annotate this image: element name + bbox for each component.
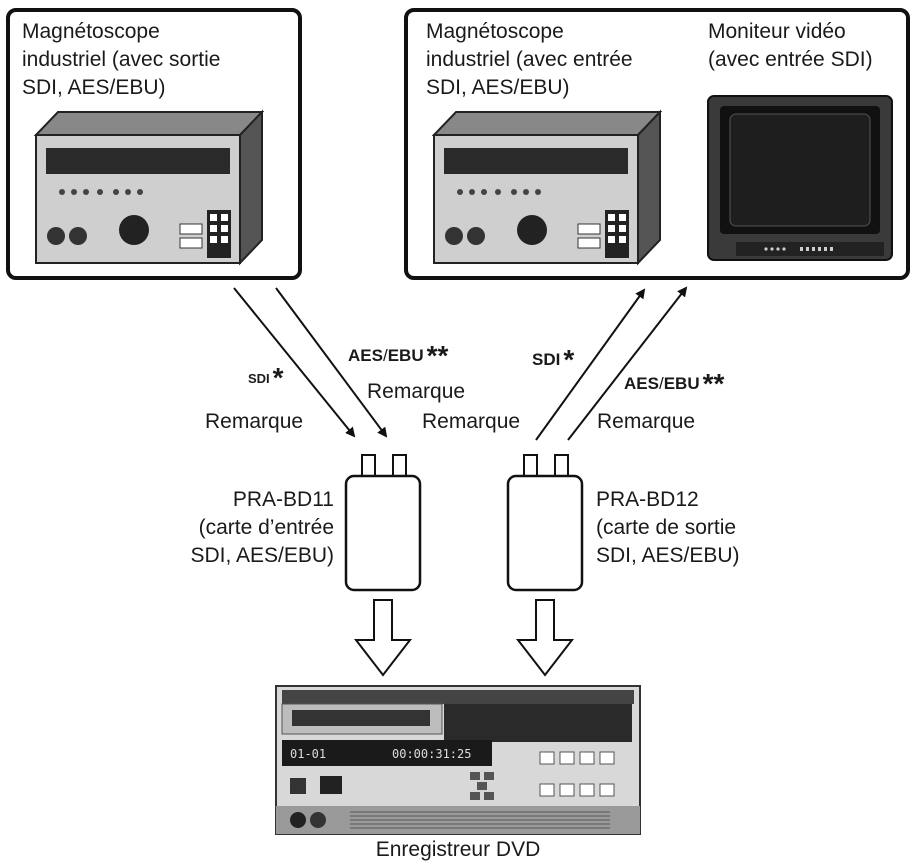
aes-in-sep: / — [382, 346, 388, 365]
remark-sdi-in: Remarque — [205, 410, 304, 433]
aes-out-star: ** — [702, 368, 725, 399]
remark-aes-in: Remarque — [367, 380, 466, 403]
output-card-shape — [506, 454, 584, 592]
dvd-recorder-label: Enregistreur DVD — [375, 838, 541, 861]
ebu-out-text: EBU — [663, 374, 700, 393]
monitor-illustration — [707, 95, 893, 261]
sdi-out-star: * — [563, 344, 575, 375]
recorder-time-right: 00:00:31:25 — [392, 747, 471, 761]
sdi-out-text: SDI — [532, 350, 561, 369]
source-vtr-label: Magnétoscope industriel (avec sortie SDI… — [22, 20, 221, 99]
monitor-label: Moniteur vidéo (avec entrée SDI) — [708, 20, 873, 71]
aes-out-text: AES — [624, 374, 659, 393]
input-card-shape — [344, 454, 422, 592]
sdi-out-signal: SDI* — [532, 346, 574, 374]
source-vtr-illustration — [33, 109, 265, 266]
sdi-in-text: SDI — [248, 371, 270, 386]
input-card-label: PRA-BD11 (carte d’entrée SDI, AES/EBU) — [190, 488, 334, 567]
dest-vtr-label: Magnétoscope industriel (avec entrée SDI… — [426, 20, 633, 99]
sdi-in-star: * — [272, 362, 284, 393]
dvd-recorder-illustration: 01-01 00:00:31:25 — [275, 685, 641, 835]
aes-in-text: AES — [348, 346, 383, 365]
remark-sdi-out: Remarque — [422, 410, 521, 433]
sdi-in-signal: SDI* — [248, 364, 284, 392]
remark-aes-out: Remarque — [597, 410, 696, 433]
ebu-in-text: EBU — [387, 346, 424, 365]
destination-vtr-illustration — [431, 109, 663, 266]
aes-ebu-out-signal: AES/EBU** — [624, 370, 724, 398]
aes-ebu-in-signal: AES/EBU** — [348, 342, 448, 370]
output-card-label: PRA-BD12 (carte de sortie SDI, AES/EBU) — [596, 488, 740, 567]
aes-out-sep: / — [658, 374, 664, 393]
recorder-time-left: 01-01 — [290, 747, 326, 761]
aes-in-star: ** — [426, 340, 449, 371]
